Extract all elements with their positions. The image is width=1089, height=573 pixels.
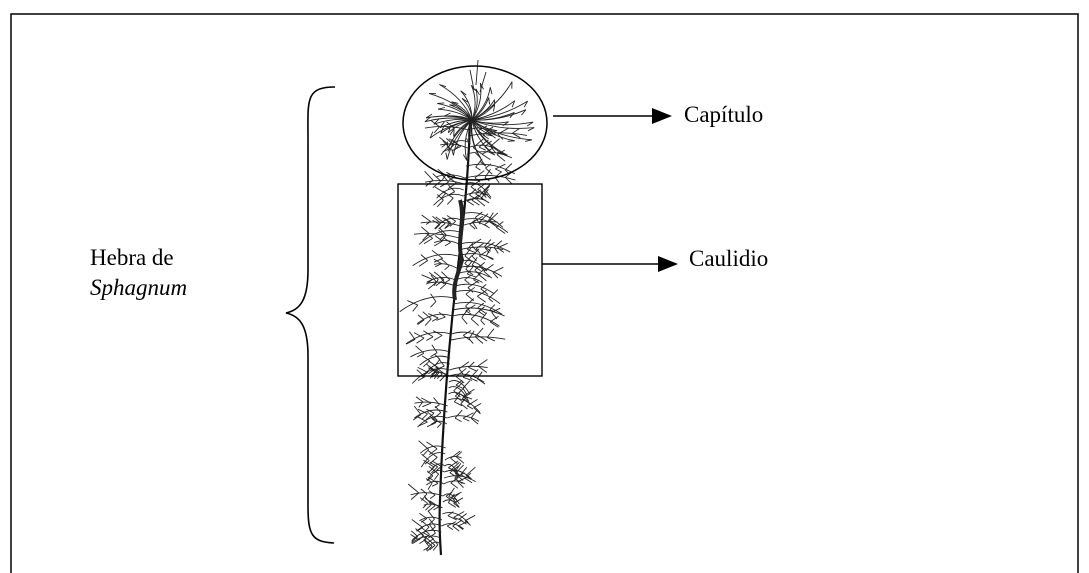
curly-brace bbox=[286, 87, 335, 543]
caulidio-label: Caulidio bbox=[689, 247, 768, 270]
strand-label-line1: Hebra de bbox=[90, 246, 174, 269]
sphagnum-strand-illustration bbox=[400, 60, 535, 555]
capitulo-arrow bbox=[553, 108, 672, 124]
caulidio-arrow bbox=[542, 256, 678, 272]
capitulo-label: Capítulo bbox=[684, 103, 763, 126]
strand-label-species: Sphagnum bbox=[90, 276, 187, 299]
